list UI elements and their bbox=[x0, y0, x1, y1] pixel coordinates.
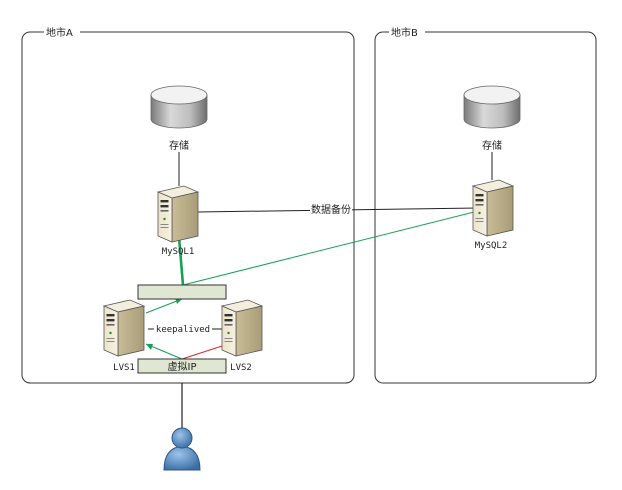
lvs2-label: LVS2 bbox=[230, 363, 252, 373]
server-icon bbox=[103, 299, 145, 357]
server-icon bbox=[472, 179, 514, 237]
database-icon bbox=[463, 85, 521, 129]
region-b-label: 地市B bbox=[391, 26, 418, 39]
server-icon bbox=[221, 299, 263, 357]
active-path-lvs1-up bbox=[145, 298, 183, 314]
database-icon bbox=[150, 85, 208, 129]
vip-bar[interactable] bbox=[137, 358, 227, 374]
lvs1-label: LVS1 bbox=[113, 363, 135, 373]
region-b-frame bbox=[374, 31, 597, 384]
mysql2-label: MySQL2 bbox=[475, 241, 508, 251]
active-path-mysql2 bbox=[182, 208, 487, 286]
standby-path-lvs2 bbox=[181, 345, 223, 360]
region-a-label: 地市A bbox=[46, 26, 73, 39]
region-a-frame bbox=[21, 31, 355, 384]
vip-label: 虚拟IP bbox=[168, 360, 197, 373]
storage-a-label: 存储 bbox=[169, 139, 189, 152]
mysql1-label: MySQL1 bbox=[162, 247, 195, 257]
replication-label: 数据备份 bbox=[311, 203, 351, 216]
user-icon bbox=[163, 427, 201, 471]
server-icon bbox=[157, 185, 199, 243]
storage-b-label: 存储 bbox=[482, 139, 502, 152]
heartbeat-label: keepalived bbox=[156, 325, 210, 335]
upper-bar bbox=[137, 284, 227, 300]
